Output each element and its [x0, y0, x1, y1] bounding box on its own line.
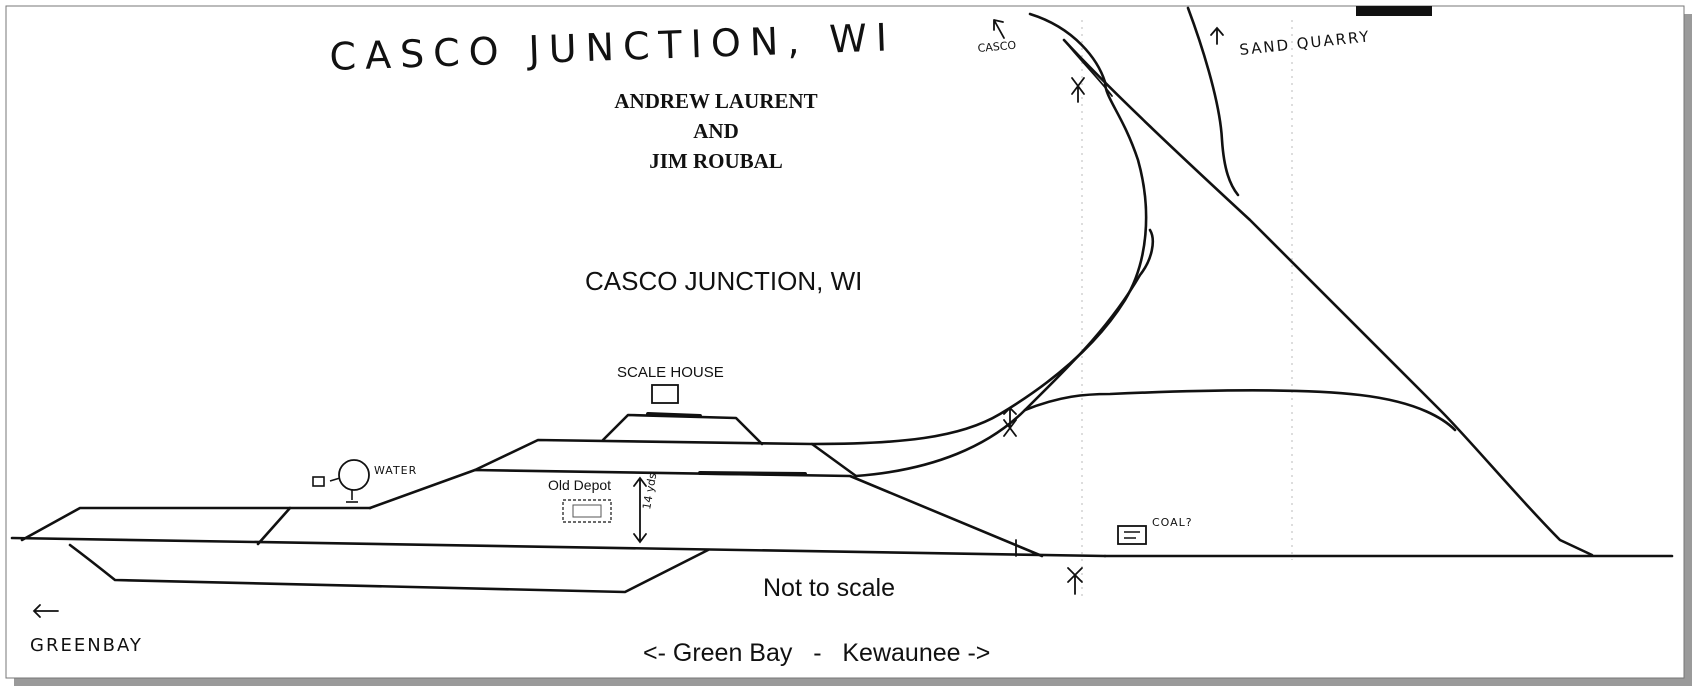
x-arrow-icon	[1071, 77, 1085, 103]
author-line-3: JIM ROUBAL	[649, 149, 783, 173]
depot-building-icon	[562, 499, 612, 523]
water-label: WATER	[374, 464, 417, 477]
x-arrow-icon	[1003, 406, 1017, 437]
wye-connector	[1023, 389, 1457, 432]
typed-title: CASCO JUNCTION, WI	[585, 266, 862, 296]
old-depot-label: Old Depot	[548, 477, 611, 493]
casco-branch-inner	[854, 228, 1154, 478]
scale-platform	[646, 412, 702, 418]
west-arrow-icon	[32, 604, 59, 618]
sand-quarry-spur	[1186, 6, 1240, 197]
main-line	[10, 536, 1107, 558]
casco-arrow-icon	[993, 19, 1005, 39]
upper-left-siding	[20, 506, 372, 542]
author-line-2: AND	[693, 119, 739, 143]
casco-label: CASCO	[977, 39, 1017, 55]
page-frame	[5, 5, 1685, 679]
not-to-scale-label: Not to scale	[763, 574, 895, 602]
scan-bar	[1356, 6, 1432, 16]
scale-house-label: SCALE HOUSE	[617, 364, 724, 381]
platform-mark	[698, 471, 807, 476]
crossover	[256, 506, 292, 546]
green-bay-label: GREENBAY	[30, 635, 143, 656]
lower-siding	[68, 543, 710, 594]
scale-house-icon	[651, 384, 679, 404]
depot-yards-label: 14 yds	[640, 472, 659, 511]
wye-east-top	[1063, 39, 1113, 97]
coal-bin-icon	[1117, 525, 1147, 545]
depot-dimension-arrow-icon	[633, 476, 647, 544]
depot-siding	[368, 468, 1044, 558]
wye-east-leg	[1062, 38, 1594, 557]
coal-label: COAL?	[1152, 516, 1193, 529]
scale-siding	[473, 438, 858, 478]
x-arrow-icon	[1067, 567, 1083, 595]
author-line-1: ANDREW LAURENT	[614, 89, 817, 113]
water-tank-icon	[312, 459, 370, 503]
direction-label: <- Green Bay - Kewaunee ->	[643, 639, 990, 667]
sand-quarry-arrow-icon	[1210, 26, 1224, 45]
